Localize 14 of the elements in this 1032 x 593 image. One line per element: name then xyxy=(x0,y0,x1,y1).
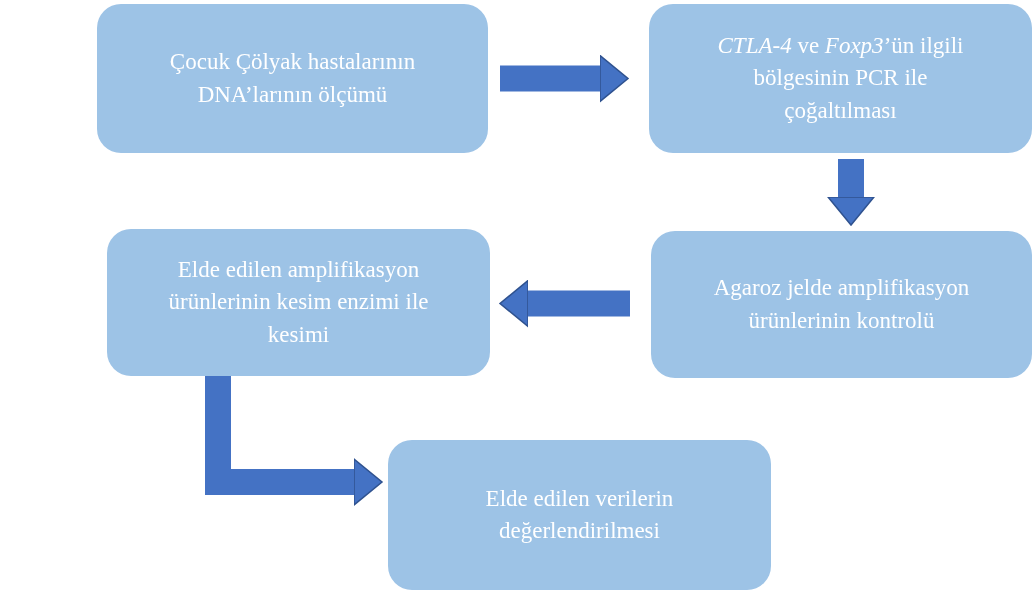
block-arrow xyxy=(499,279,630,328)
step-text: CTLA-4 ve Foxp3’ün ilgili bölgesinin PCR ile çoğaltılması xyxy=(716,32,965,125)
step-text: Elde edilen amplifikasyon ürünlerinin kesim enzimi ile kesimi xyxy=(167,256,430,349)
step-text: Agaroz jelde amplifikasyon ürünlerinin kontrolü xyxy=(712,274,971,335)
process-box xyxy=(107,229,490,376)
process-box xyxy=(649,4,1032,153)
process-box xyxy=(388,440,771,590)
process-box xyxy=(97,4,488,153)
step-text: Elde edilen verilerin değerlendirilmesi xyxy=(484,484,675,545)
block-arrow xyxy=(500,54,629,103)
step-text: Çocuk Çölyak hastalarının DNA’larının ölçümü xyxy=(168,48,417,109)
process-box xyxy=(651,231,1032,378)
block-arrow xyxy=(205,376,383,506)
block-arrow xyxy=(827,159,875,226)
